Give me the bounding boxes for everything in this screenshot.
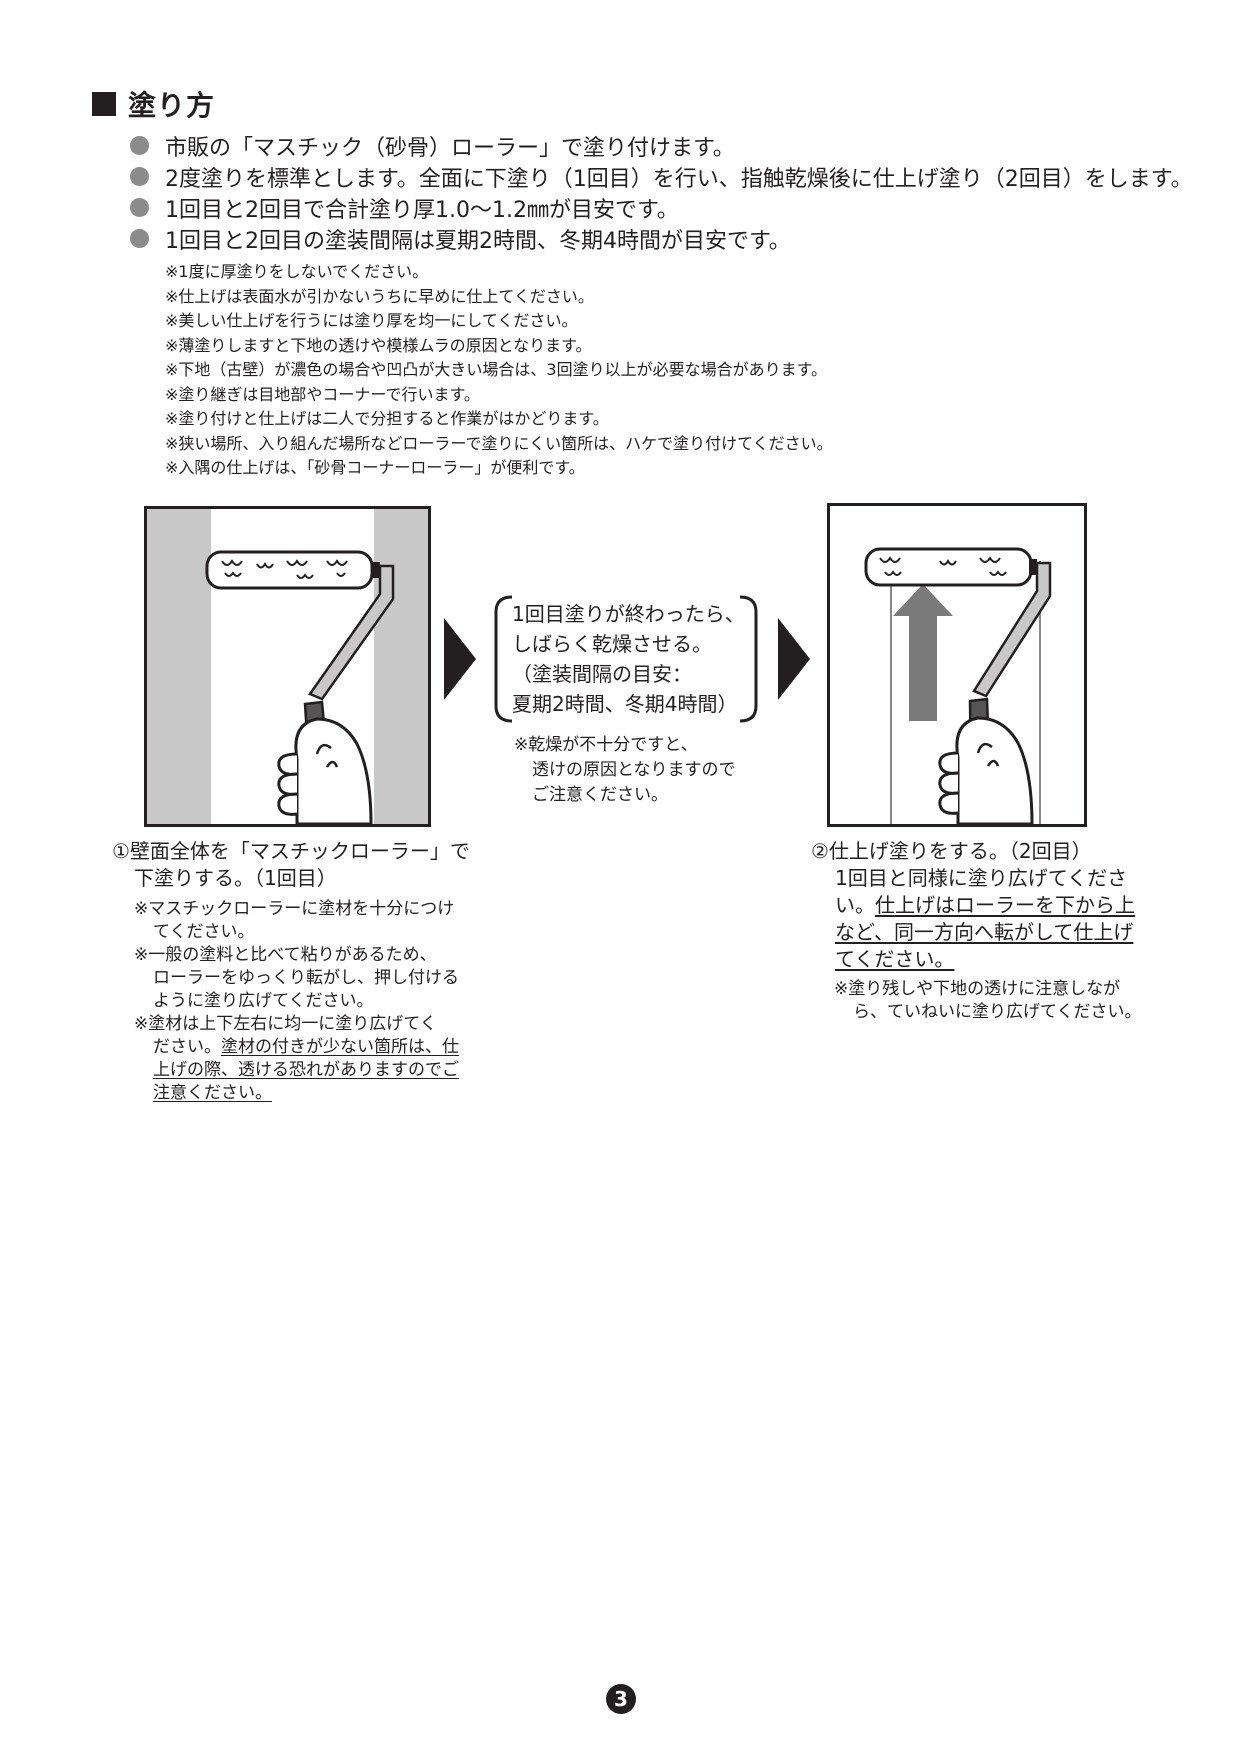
bullet-dot-icon (130, 136, 149, 155)
underlined-instruction: てください。 (835, 947, 955, 971)
underlined-warning: 塗材の付きが少ない箇所は、仕 (221, 1037, 459, 1057)
page-number: 3 (606, 1684, 636, 1714)
heading-square-icon (92, 92, 116, 116)
notes-list: ※1度に厚塗りをしないでください。 ※仕上げは表面水が引かないうちに早めに仕上て… (165, 260, 833, 481)
bullet-dot-icon (130, 229, 149, 248)
underlined-warning: 注意ください。 (153, 1083, 272, 1103)
bullet-dot-icon (130, 198, 149, 217)
step1-notes: ※マスチックローラーに塗材を十分につけ てください。 ※一般の塗料と比べて粘りが… (134, 899, 459, 1103)
step2-caption: ②仕上げ塗りをする。（2回目） 1回目と同様に塗り広げてくださ い。仕上げはロー… (811, 839, 1135, 971)
heading-text: 塗り方 (128, 89, 216, 122)
note-item: ※下地（古壁）が濃色の場合や凹凸が大きい場合は、3回塗り以上が必要な場合がありま… (165, 360, 827, 379)
step1-caption: ①壁面全体を「マスチックローラー」で 下塗りする。（1回目） (112, 839, 470, 890)
underlined-instruction: など、同一方向へ転がして仕上げ (835, 920, 1134, 944)
note-item: ※狭い場所、入り組んだ場所などローラーで塗りにくい箇所は、ハケで塗り付けてくださ… (165, 433, 833, 453)
underlined-warning: 上げの際、透ける恐れがありますのでご (153, 1060, 459, 1080)
illustration-step2 (827, 503, 1087, 827)
step2-notes: ※塗り残しや下地の透けに注意しなが ら、ていねいに塗り広げてください。 (834, 979, 1142, 1022)
bullet-item: 市販の「マスチック（砂骨）ローラー」で塗り付けます。 (130, 130, 1193, 161)
note-item: ※塗り継ぎは目地部やコーナーで行います。 (165, 384, 480, 404)
bullet-item: 1回目と2回目で合計塗り厚1.0〜1.2㎜が目安です。 (130, 192, 1193, 223)
note-item: ※入隅の仕上げは、「砂骨コーナーローラー」が便利です。 (165, 458, 585, 477)
roller-wall-illustration-1 (147, 509, 428, 824)
bullet-dot-icon (130, 167, 149, 186)
interval-box-text: 1回目塗りが終わったら、 しばらく乾燥させる。 （塗装間隔の目安： 夏期2時間、… (512, 602, 745, 716)
note-item: ※塗り付けと仕上げは二人で分担すると作業がはかどります。 (165, 409, 609, 428)
bullet-item: 2度塗りを標準とします。全面に下塗り（1回目）を行い、指触乾燥後に仕上げ塗り（2… (130, 161, 1193, 192)
bullet-item: 1回目と2回目の塗装間隔は夏期2時間、冬期4時間が目安です。 (130, 223, 1193, 254)
note-item: ※薄塗りしますと下地の透けや模様ムラの原因となります。 (165, 335, 592, 355)
triangle-arrow-icon (444, 618, 476, 700)
note-item: ※美しい仕上げを行うには塗り厚を均一にしてください。 (165, 311, 578, 330)
illustration-step1 (144, 506, 431, 827)
section-heading: 塗り方 (92, 84, 215, 124)
note-item: ※仕上げは表面水が引かないうちに早めに仕上てください。 (165, 286, 594, 306)
note-item: ※1度に厚塗りをしないでください。 (165, 262, 429, 281)
underlined-instruction: 仕上げはローラーを下から上 (875, 893, 1135, 917)
bracket-frame (494, 595, 758, 723)
triangle-arrow-icon (778, 618, 810, 700)
bullet-list: 市販の「マスチック（砂骨）ローラー」で塗り付けます。 2度塗りを標準とします。全… (130, 130, 1193, 254)
roller-wall-illustration-2 (864, 547, 1052, 824)
drying-note: ※乾燥が不十分ですと、 透けの原因となりますので ご注意ください。 (514, 735, 736, 805)
